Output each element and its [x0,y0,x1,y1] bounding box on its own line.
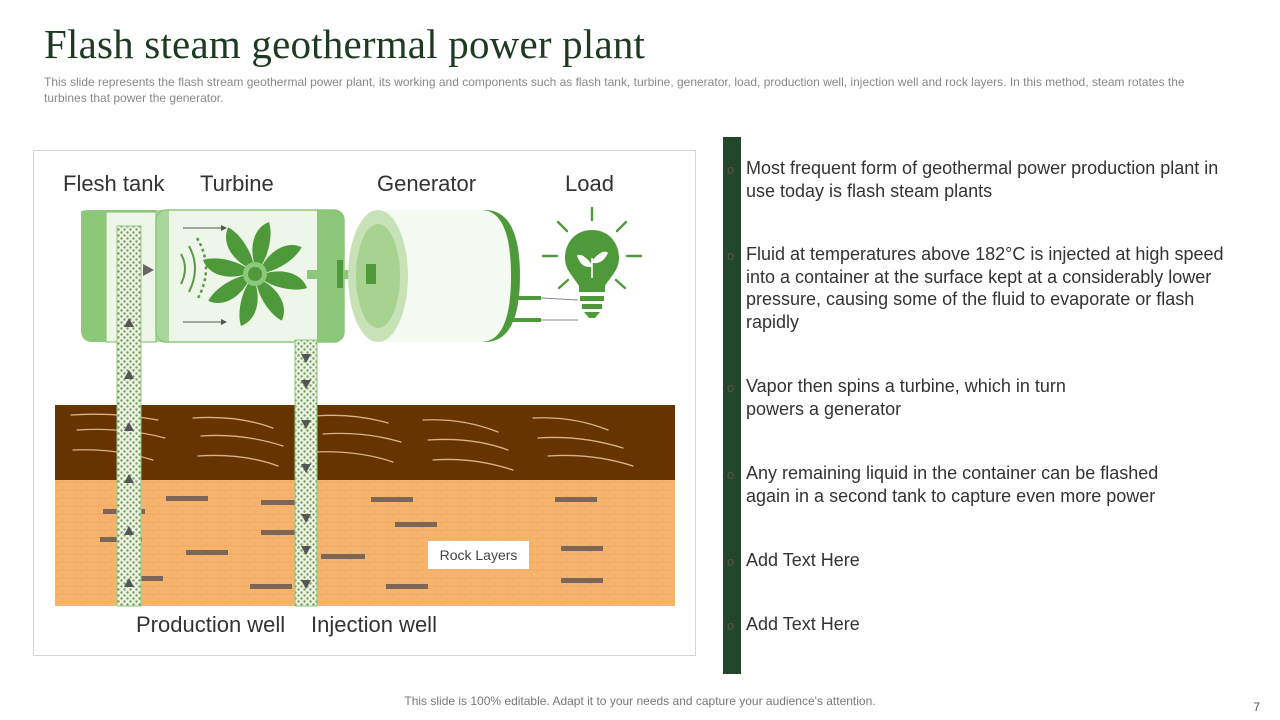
production-well [116,225,142,607]
geothermal-diagram [55,206,675,607]
bullet-marker: o [727,380,735,395]
bullet-text: Add Text Here [746,550,860,570]
label-load: Load [565,171,614,196]
bullet-item: o Any remaining liquid in the container … [727,462,1227,507]
label-turbine: Turbine [200,171,274,196]
bullet-item: o Fluid at temperatures above 182°C is i… [727,243,1227,333]
divider-bar [723,137,741,674]
page-title: Flash steam geothermal power plant [44,21,646,67]
page-number: 7 [1253,700,1260,714]
bullet-marker: o [727,162,735,177]
soil-strokes [70,413,634,471]
diagram-frame [33,150,696,656]
bullet-text: Fluid at temperatures above 182°C is inj… [746,244,1224,332]
bullet-marker: o [727,618,735,633]
bullet-marker: o [727,248,735,263]
bullet-item: o Add Text Here [727,613,1227,637]
bullet-marker: o [727,467,735,482]
turbine-fan [203,222,307,326]
soil-layer [55,405,675,480]
label-generator: Generator [377,171,477,196]
page-subtitle: This slide represents the flash stream g… [44,75,1185,105]
bullet-text: Most frequent form of geothermal power p… [746,158,1219,201]
bullet-marker: o [727,554,735,569]
generator [348,210,579,342]
light-bulb-icon [541,206,643,318]
footer-note: This slide is 100% editable. Adapt it to… [404,694,876,708]
bullet-item: o Vapor then spins a turbine, which in t… [727,375,1227,420]
bullet-item: o Add Text Here [727,549,1227,573]
label-production-well: Production well [136,612,286,637]
injection-well [294,339,318,607]
bullet-item: o Most frequent form of geothermal power… [727,157,1227,202]
bullet-text: Add Text Here [746,614,860,634]
label-injection-well: Injection well [311,612,437,637]
bullet-text: Vapor then spins a turbine, which in tur… [746,376,1066,419]
label-flash-tank: Flesh tank [63,171,165,196]
bullet-text: Any remaining liquid in the container ca… [746,463,1159,506]
label-rock-layers: Rock Layers [428,541,529,569]
